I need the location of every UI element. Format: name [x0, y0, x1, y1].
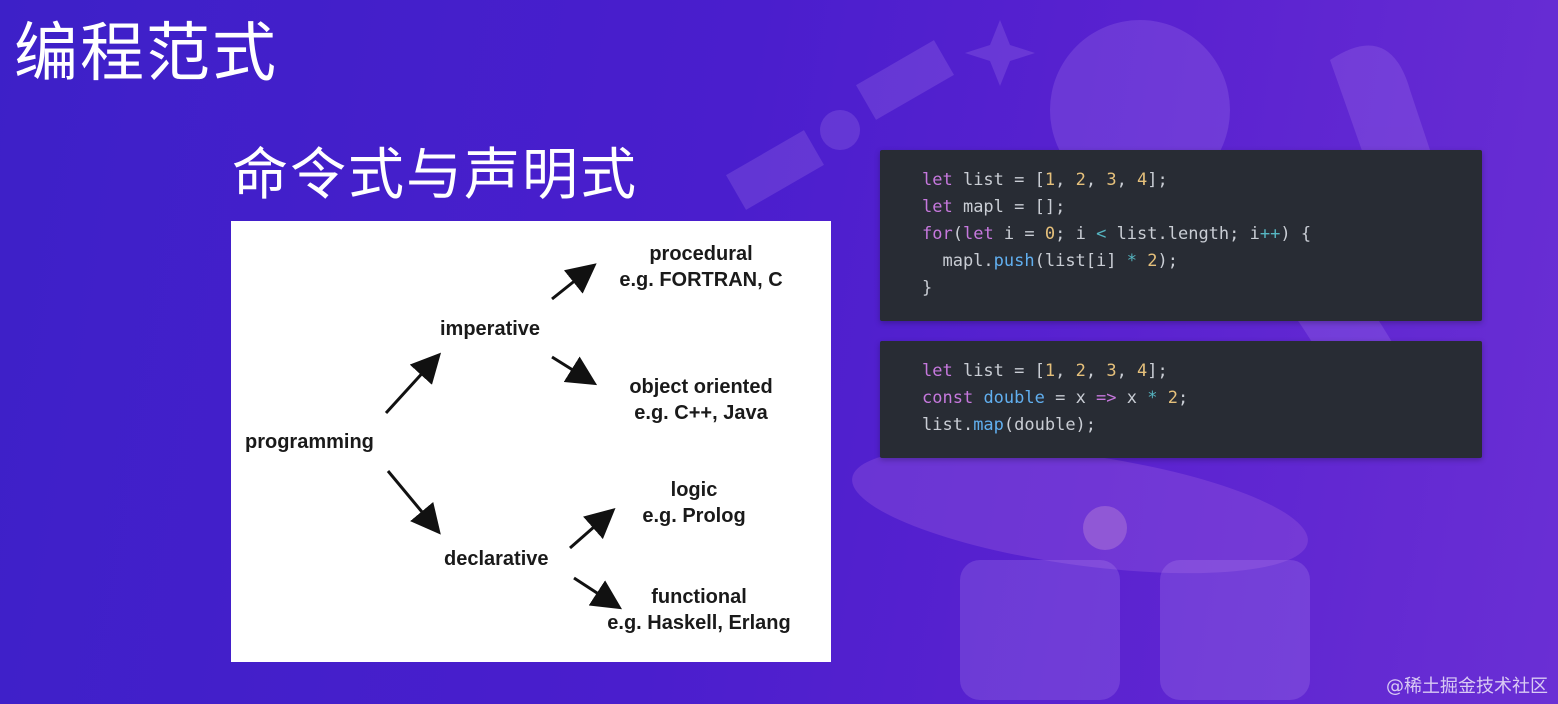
watermark: @稀土掘金技术社区 — [1386, 676, 1548, 697]
code-line: } — [922, 278, 933, 298]
code-line: let list = [1, 2, 3, 4]; — [922, 170, 1168, 190]
paradigm-diagram: programming imperative declarative proce… — [231, 221, 831, 662]
arrow-declarative-logic — [569, 508, 616, 550]
code-line: let list = [1, 2, 3, 4]; — [922, 361, 1168, 381]
node-programming: programming — [245, 431, 374, 453]
star-icon — [965, 20, 1035, 86]
code-line: mapl.push(list[i] * 2); — [922, 251, 1178, 271]
node-object-oriented: object oriented e.g. C++, Java — [601, 374, 801, 426]
node-functional-label: functional — [651, 586, 747, 608]
code-block-imperative: let list = [1, 2, 3, 4]; let mapl = []; … — [880, 150, 1482, 321]
arrow-programming-imperative — [384, 352, 442, 415]
node-imperative: imperative — [440, 318, 541, 340]
node-procedural-label: procedural — [649, 243, 753, 265]
arrow-declarative-functional — [573, 576, 623, 610]
arrow-programming-declarative — [386, 470, 441, 535]
code-line: let mapl = []; — [922, 197, 1066, 217]
node-logic: logic e.g. Prolog — [594, 477, 794, 529]
node-oo-example: e.g. C++, Java — [634, 402, 768, 424]
diagram-arrows — [384, 263, 623, 610]
node-oo-label: object oriented — [629, 376, 773, 398]
slide-title: 编程范式 — [14, 17, 278, 91]
code-line: list.map(double); — [922, 415, 1097, 435]
arrow-imperative-oo — [551, 355, 598, 386]
node-logic-example: e.g. Prolog — [642, 505, 746, 527]
node-functional: functional e.g. Haskell, Erlang — [599, 584, 799, 636]
code-line: const double = x => x * 2; — [922, 388, 1189, 408]
node-declarative: declarative — [444, 548, 549, 570]
node-procedural-example: e.g. FORTRAN, C — [619, 269, 783, 291]
code-block-declarative: let list = [1, 2, 3, 4]; const double = … — [880, 341, 1482, 458]
skateboard-icon — [852, 446, 1308, 574]
node-procedural: procedural e.g. FORTRAN, C — [601, 241, 801, 293]
node-functional-example: e.g. Haskell, Erlang — [607, 612, 791, 634]
slide-subtitle: 命令式与声明式 — [232, 143, 638, 208]
astronaut-leg-icon — [960, 560, 1120, 700]
satellite-panel-icon — [856, 40, 954, 120]
code-line: for(let i = 0; i < list.length; i++) { — [922, 224, 1312, 244]
node-logic-label: logic — [670, 479, 718, 501]
arrow-imperative-procedural — [551, 263, 597, 301]
